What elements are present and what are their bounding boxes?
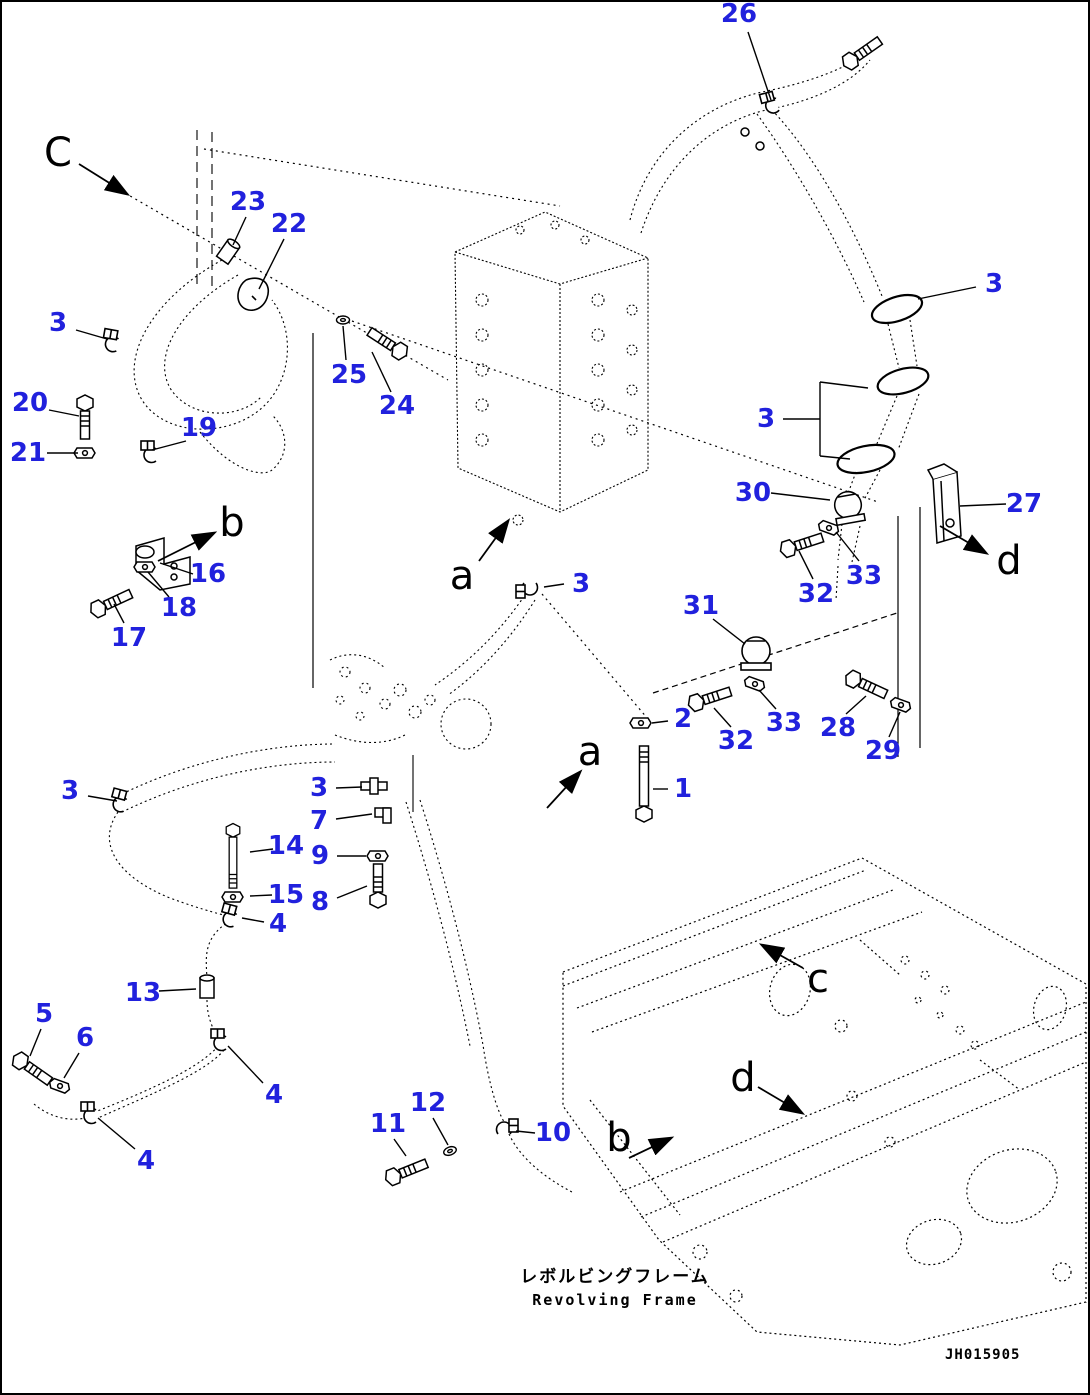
- callout-24-5: 24: [378, 391, 416, 421]
- callout-2-20: 2: [673, 704, 693, 734]
- callout-31-19: 31: [682, 591, 720, 621]
- callout-15-31: 15: [267, 880, 305, 910]
- callout-3-3: 3: [48, 308, 68, 338]
- callout-12-40: 12: [409, 1088, 447, 1118]
- callout-20-6: 20: [11, 388, 49, 418]
- callout-13-34: 13: [124, 978, 162, 1008]
- callout-32-22: 32: [717, 726, 755, 756]
- callout-4-38: 4: [136, 1146, 156, 1176]
- frame-caption: レボルビングフレーム Revolving Frame: [505, 1262, 725, 1309]
- callout-1-25: 1: [673, 774, 693, 804]
- callout-5-35: 5: [34, 999, 54, 1029]
- callout-3-13: 3: [984, 269, 1004, 299]
- callout-22-2: 22: [270, 209, 308, 239]
- callout-3-26: 3: [60, 776, 80, 806]
- callout-23-1: 23: [229, 187, 267, 217]
- callout-7-28: 7: [309, 806, 329, 836]
- callout-4-33: 4: [268, 909, 288, 939]
- view-letter-C-0: C: [44, 130, 72, 176]
- callout-33-18: 33: [845, 561, 883, 591]
- view-letter-b-4: b: [606, 1115, 632, 1161]
- callout-3-27: 3: [309, 773, 329, 803]
- callout-14-29: 14: [267, 831, 305, 861]
- frame-caption-jp: レボルビングフレーム: [520, 1267, 710, 1287]
- callout-17-11: 17: [110, 623, 148, 653]
- callout-9-30: 9: [310, 841, 330, 871]
- frame-caption-en: Revolving Frame: [532, 1291, 698, 1309]
- view-letter-a-1: a: [449, 553, 475, 599]
- callout-21-7: 21: [9, 438, 47, 468]
- callout-32-17: 32: [797, 579, 835, 609]
- callout-4-37: 4: [264, 1080, 284, 1110]
- callout-3-14: 3: [756, 404, 776, 434]
- callout-27-16: 27: [1005, 489, 1043, 519]
- view-letter-a-2: a: [577, 729, 603, 775]
- view-letter-d-6: d: [996, 538, 1022, 584]
- callout-6-36: 6: [75, 1023, 95, 1053]
- callout-19-8: 19: [180, 413, 218, 443]
- view-letter-c-5: c: [807, 956, 829, 1002]
- callout-11-39: 11: [369, 1109, 407, 1139]
- callout-8-32: 8: [310, 887, 330, 917]
- callout-3-12: 3: [571, 569, 591, 599]
- callout-18-10: 18: [160, 593, 198, 623]
- callout-10-41: 10: [534, 1118, 572, 1148]
- callout-33-21: 33: [765, 708, 803, 738]
- view-letter-b-3: b: [219, 500, 245, 546]
- callout-26-0: 26: [720, 0, 758, 29]
- callout-16-9: 16: [189, 559, 227, 589]
- callout-29-24: 29: [864, 736, 902, 766]
- drawing-code: JH015905: [945, 1347, 1021, 1363]
- callout-30-15: 30: [734, 478, 772, 508]
- callout-28-23: 28: [819, 713, 857, 743]
- callout-25-4: 25: [330, 360, 368, 390]
- view-letter-d-7: d: [730, 1055, 756, 1101]
